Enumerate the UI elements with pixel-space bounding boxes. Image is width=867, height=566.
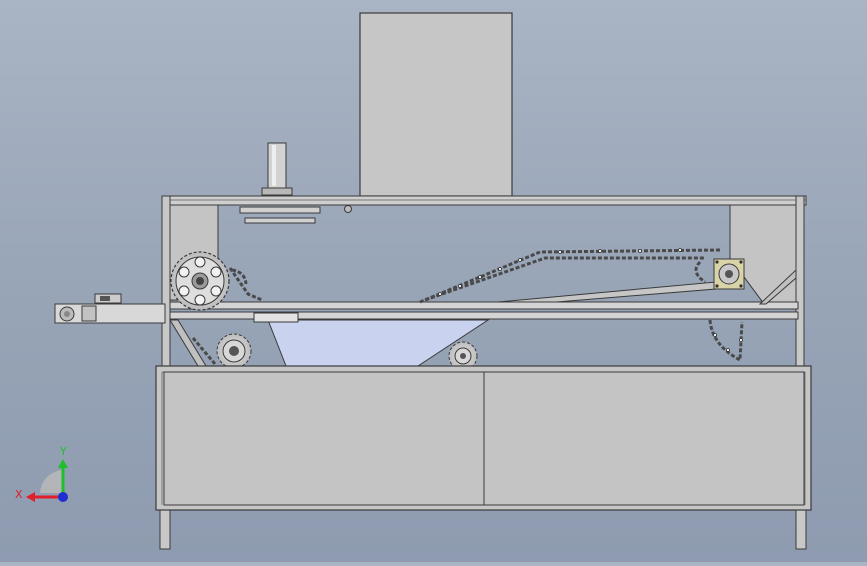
slide-block[interactable] [253,312,299,323]
chain-links [438,248,743,352]
top-cylinder[interactable] [261,142,293,196]
view-orientation-triad: Y X [15,445,68,502]
small-sprocket-center[interactable] [448,341,478,371]
large-sprocket-left[interactable] [170,251,230,311]
bearing-block[interactable] [713,258,745,290]
small-sprocket-left[interactable] [216,333,252,369]
conveyor-rail[interactable] [169,301,799,320]
hopper-box[interactable] [359,12,513,197]
cabinet-door-left[interactable] [163,371,485,506]
y-axis-label: Y [59,445,67,458]
x-axis-label: X [15,488,23,501]
left-shaft-arm[interactable] [54,293,166,324]
top-plate[interactable] [162,195,807,206]
cabinet-door-right[interactable] [483,371,805,506]
top-bracket[interactable] [239,205,352,224]
